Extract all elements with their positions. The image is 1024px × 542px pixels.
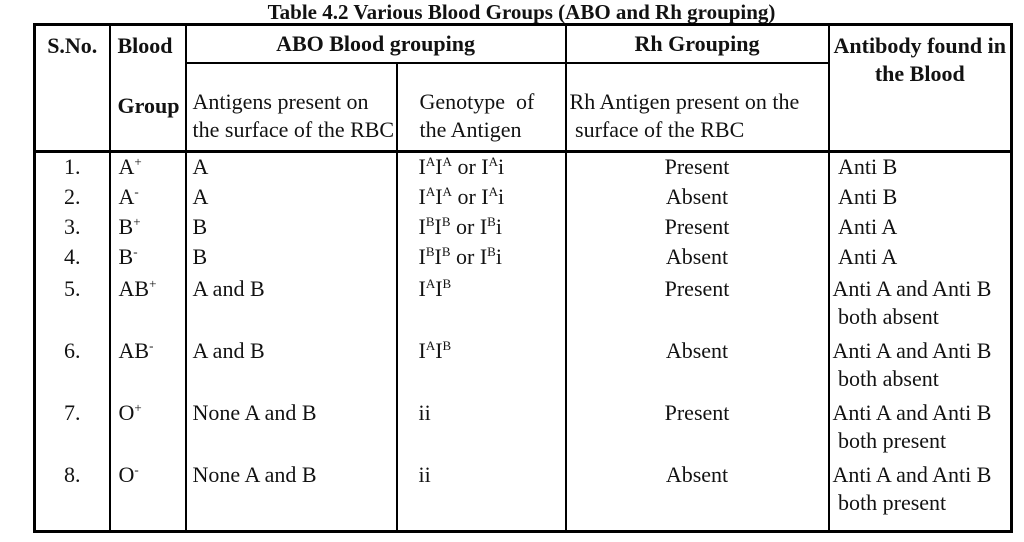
table-row: 3. B+ B IBIB or IBi Present Anti A — [33, 211, 1013, 242]
header-row-2: Antigens present on the surface of the R… — [35, 62, 1012, 153]
cell-blood-group: A- — [108, 181, 187, 212]
subheader-antigens: Antigens present on the surface of the R… — [184, 62, 398, 153]
cell-blood-group: AB+ — [108, 271, 187, 334]
cell-sno: 4. — [33, 241, 111, 272]
cell-blood-group: O+ — [108, 395, 187, 458]
table-row: 2. A- A IAIA or IAi Absent Anti B — [33, 181, 1013, 212]
cell-rh: Absent — [564, 333, 830, 396]
cell-genotype: IBIB or IBi — [395, 241, 567, 272]
table-row: 7. O+ None A and B ii Present Anti A and… — [33, 395, 1013, 458]
cell-antigen: None A and B — [184, 457, 398, 532]
cell-antibody: Anti B — [827, 151, 1013, 182]
cell-rh: Present — [564, 271, 830, 334]
cell-blood-group: A+ — [108, 151, 187, 182]
subheader-rh-antigen: Rh Antigen present on the surface of the… — [564, 62, 830, 153]
table-title: Table 4.2 Various Blood Groups (ABO and … — [267, 0, 776, 24]
cell-genotype: ii — [395, 457, 567, 532]
cell-antibody: Anti A and Anti B both present — [827, 457, 1013, 532]
cell-antibody: Anti A and Anti B both absent — [827, 333, 1013, 396]
cell-rh: Present — [564, 211, 830, 242]
header-blood-group: Blood Group — [108, 24, 187, 153]
cell-blood-group: AB- — [108, 333, 187, 396]
cell-genotype: IBIB or IBi — [395, 211, 567, 242]
cell-antigen: None A and B — [184, 395, 398, 458]
header-antibody: Antibody found in the Blood — [827, 24, 1013, 153]
cell-genotype: IAIA or IAi — [395, 181, 567, 212]
cell-sno: 5. — [33, 271, 111, 334]
cell-sno: 7. — [33, 395, 111, 458]
subheader-genotype: Genotype of the Antigen — [395, 62, 567, 153]
cell-sno: 8. — [33, 457, 111, 532]
cell-antigen: A — [184, 151, 398, 182]
header-row-1: S.No. Blood Group ABO Blood grouping Rh … — [33, 24, 1013, 153]
table-row: 4. B- B IBIB or IBi Absent Anti A — [33, 241, 1013, 272]
header-blood-line: Blood — [117, 33, 173, 58]
cell-genotype: IAIB — [395, 333, 567, 396]
cell-antibody: Anti B — [827, 181, 1013, 212]
cell-genotype: IAIA or IAi — [395, 151, 567, 182]
cell-antigen: B — [184, 211, 398, 242]
cell-sno: 6. — [33, 333, 111, 396]
table-body: 1. A+ A IAIA or IAi Present Anti B 2. A-… — [33, 151, 1013, 532]
cell-genotype: IAIB — [395, 271, 567, 334]
cell-rh: Absent — [564, 181, 830, 212]
table-row: 5. AB+ A and B IAIB Present Anti A and A… — [33, 271, 1013, 334]
cell-rh: Present — [564, 395, 830, 458]
cell-antigen: B — [184, 241, 398, 272]
table-header: S.No. Blood Group ABO Blood grouping Rh … — [33, 24, 1013, 153]
header-rh-grouping: Rh Grouping — [564, 24, 830, 64]
cell-sno: 2. — [33, 181, 111, 212]
cell-sno: 3. — [33, 211, 111, 242]
cell-blood-group: B- — [108, 241, 187, 272]
blood-groups-table: S.No. Blood Group ABO Blood grouping Rh … — [33, 23, 1014, 533]
cell-sno: 1. — [33, 151, 111, 182]
cell-rh: Absent — [564, 241, 830, 272]
table-row: 6. AB- A and B IAIB Absent Anti A and An… — [33, 333, 1013, 396]
cell-antibody: Anti A — [827, 241, 1013, 272]
cell-antibody: Anti A — [827, 211, 1013, 242]
cell-rh: Present — [564, 151, 830, 182]
table-row: 8. O- None A and B ii Absent Anti A and … — [33, 457, 1013, 532]
cell-antigen: A — [184, 181, 398, 212]
cell-blood-group: B+ — [108, 211, 187, 242]
header-group-line: Group — [117, 93, 180, 118]
cell-blood-group: O- — [108, 457, 187, 532]
cell-antibody: Anti A and Anti B both present — [827, 395, 1013, 458]
cell-antigen: A and B — [184, 271, 398, 334]
header-abo-grouping: ABO Blood grouping — [184, 24, 567, 64]
header-sno: S.No. — [33, 24, 111, 153]
cell-genotype: ii — [395, 395, 567, 458]
cell-antigen: A and B — [184, 333, 398, 396]
cell-antibody: Anti A and Anti B both absent — [827, 271, 1013, 334]
cell-rh: Absent — [564, 457, 830, 532]
table-row: 1. A+ A IAIA or IAi Present Anti B — [33, 151, 1013, 182]
